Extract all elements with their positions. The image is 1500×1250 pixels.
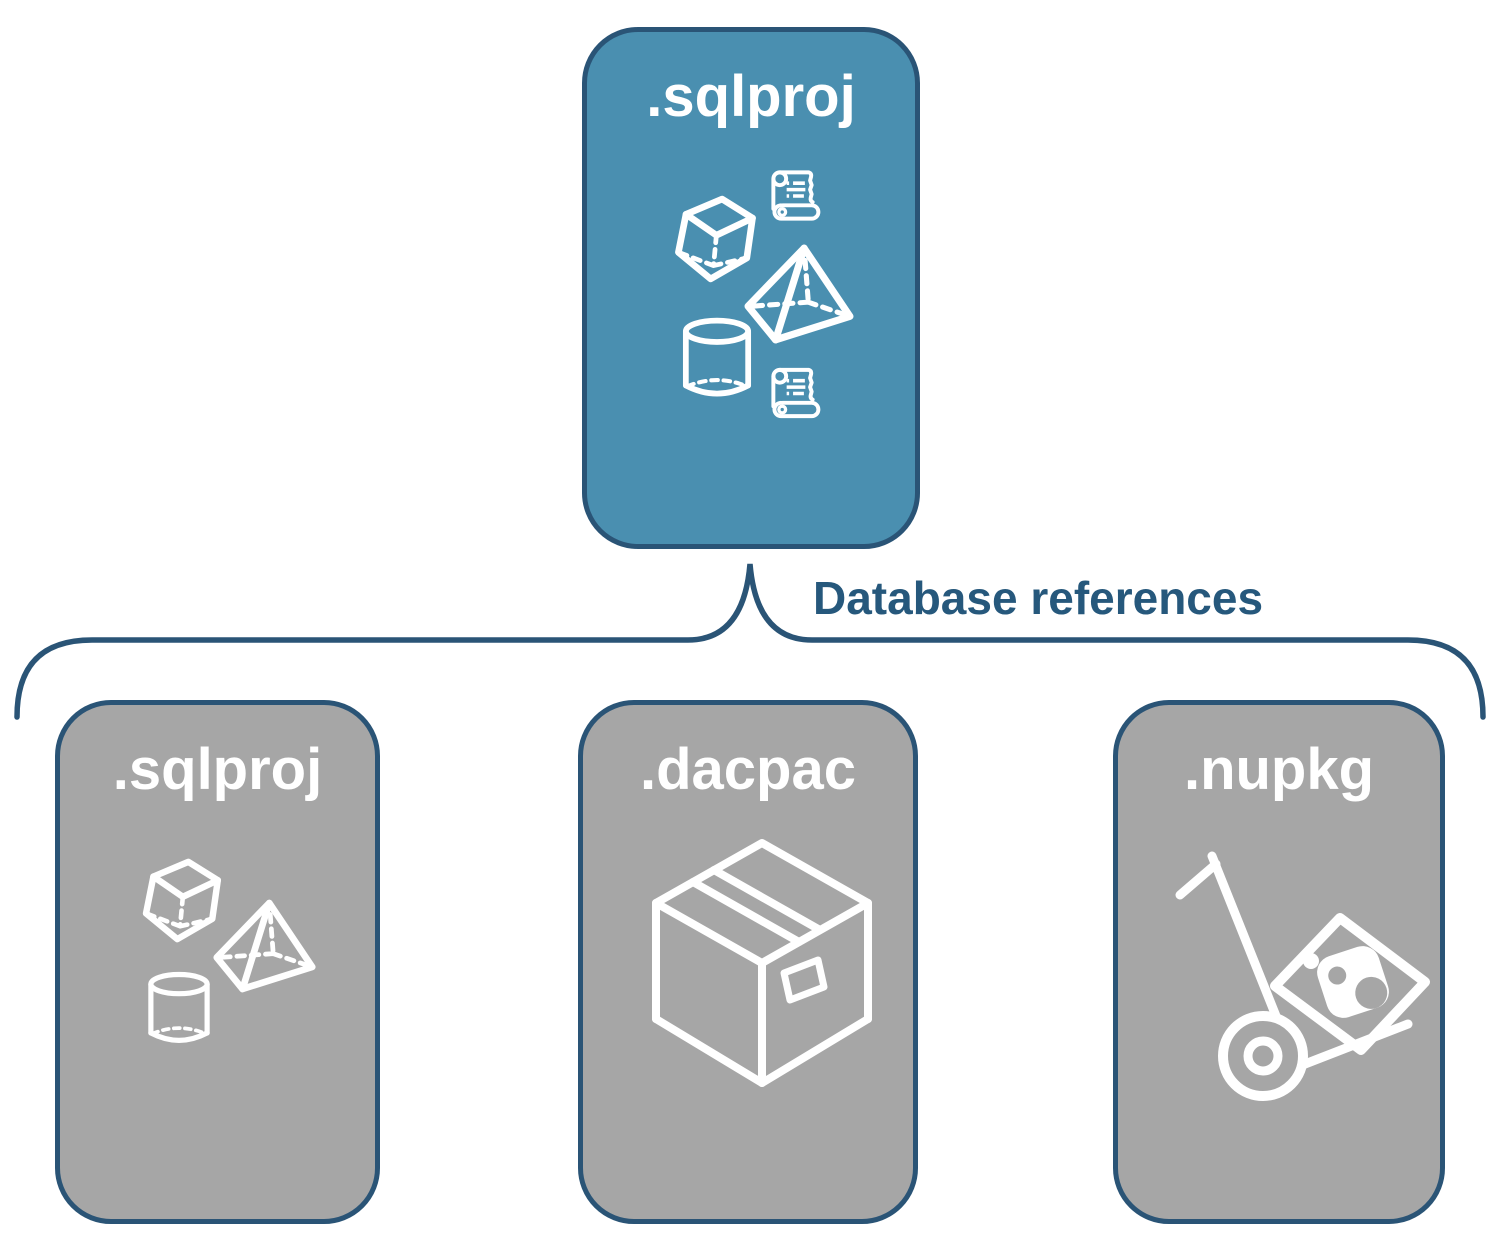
nuget-handtruck-icon [1175,850,1430,1101]
package-box-icon [642,833,882,1093]
script-scroll-icon [765,163,828,227]
parent-node-sqlproj: .sqlproj [582,27,920,549]
pyramid-icon [212,897,317,995]
cylinder-icon [676,313,758,407]
cylinder-icon [142,967,216,1053]
pyramid-icon [743,243,855,345]
node-title: .nupkg [1183,737,1375,802]
nuget-package-outline [1270,913,1430,1055]
node-title: .sqlproj [112,737,323,802]
node-title: .sqlproj [646,64,856,129]
cube-icon [667,190,762,288]
connector-label: Database references [813,572,1264,624]
handtruck-handle [1175,859,1221,900]
cube-icon [135,853,227,948]
handtruck-frame [1207,851,1281,1021]
node-title: .dacpac [640,737,856,802]
nuget-logo [1317,946,1389,1018]
child-node-nupkg: .nupkg [1113,700,1445,1224]
nuget-logo-dot [1303,953,1319,969]
child-node-dacpac: .dacpac [578,700,918,1224]
script-scroll-icon [765,360,828,425]
handtruck-wheel [1218,1011,1308,1101]
child-node-sqlproj: .sqlproj [55,700,380,1224]
